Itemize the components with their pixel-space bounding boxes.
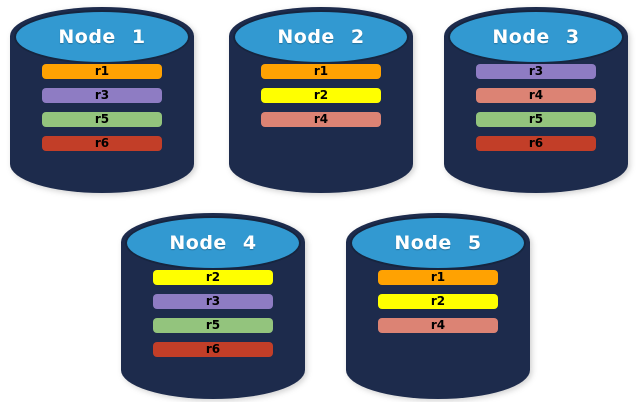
replica-bar-r1: r1: [378, 270, 498, 285]
node-2-replica-list: r1 r2 r4: [261, 64, 381, 127]
replica-bar-r2: r2: [261, 88, 381, 103]
node-4-replica-list: r2 r3 r5 r6: [153, 270, 273, 357]
node-5-cylinder-top: Node 5: [350, 216, 526, 270]
node-2-title: Node 2: [277, 26, 365, 48]
replica-bar-r5: r5: [476, 112, 596, 127]
replica-bar-r4: r4: [476, 88, 596, 103]
node-3-replica-list: r3 r4 r5 r6: [476, 64, 596, 151]
replica-bar-r3: r3: [476, 64, 596, 79]
replica-bar-r5: r5: [153, 318, 273, 333]
replica-bar-r1: r1: [42, 64, 162, 79]
node-2-cylinder: Node 2 r1 r2 r4: [229, 7, 413, 193]
node-5-replica-list: r1 r2 r4: [378, 270, 498, 333]
node-3-cylinder-top: Node 3: [448, 10, 624, 64]
node-4-title: Node 4: [169, 232, 257, 254]
replica-bar-r6: r6: [153, 342, 273, 357]
replica-bar-r2: r2: [153, 270, 273, 285]
replica-bar-r6: r6: [42, 136, 162, 151]
node-5-cylinder: Node 5 r1 r2 r4: [346, 213, 530, 399]
replica-bar-r1: r1: [261, 64, 381, 79]
replica-bar-r2: r2: [378, 294, 498, 309]
node-3-title: Node 3: [492, 26, 580, 48]
node-4-cylinder-top: Node 4: [125, 216, 301, 270]
node-5-title: Node 5: [394, 232, 482, 254]
replica-bar-r6: r6: [476, 136, 596, 151]
node-1-replica-list: r1 r3 r5 r6: [42, 64, 162, 151]
node-2-cylinder-top: Node 2: [233, 10, 409, 64]
replica-bar-r3: r3: [153, 294, 273, 309]
node-1-cylinder: Node 1 r1 r3 r5 r6: [10, 7, 194, 193]
replica-bar-r3: r3: [42, 88, 162, 103]
node-1-title: Node 1: [58, 26, 146, 48]
replica-bar-r4: r4: [378, 318, 498, 333]
replica-bar-r5: r5: [42, 112, 162, 127]
node-3-cylinder: Node 3 r3 r4 r5 r6: [444, 7, 628, 193]
node-1-cylinder-top: Node 1: [14, 10, 190, 64]
node-4-cylinder: Node 4 r2 r3 r5 r6: [121, 213, 305, 399]
replica-bar-r4: r4: [261, 112, 381, 127]
